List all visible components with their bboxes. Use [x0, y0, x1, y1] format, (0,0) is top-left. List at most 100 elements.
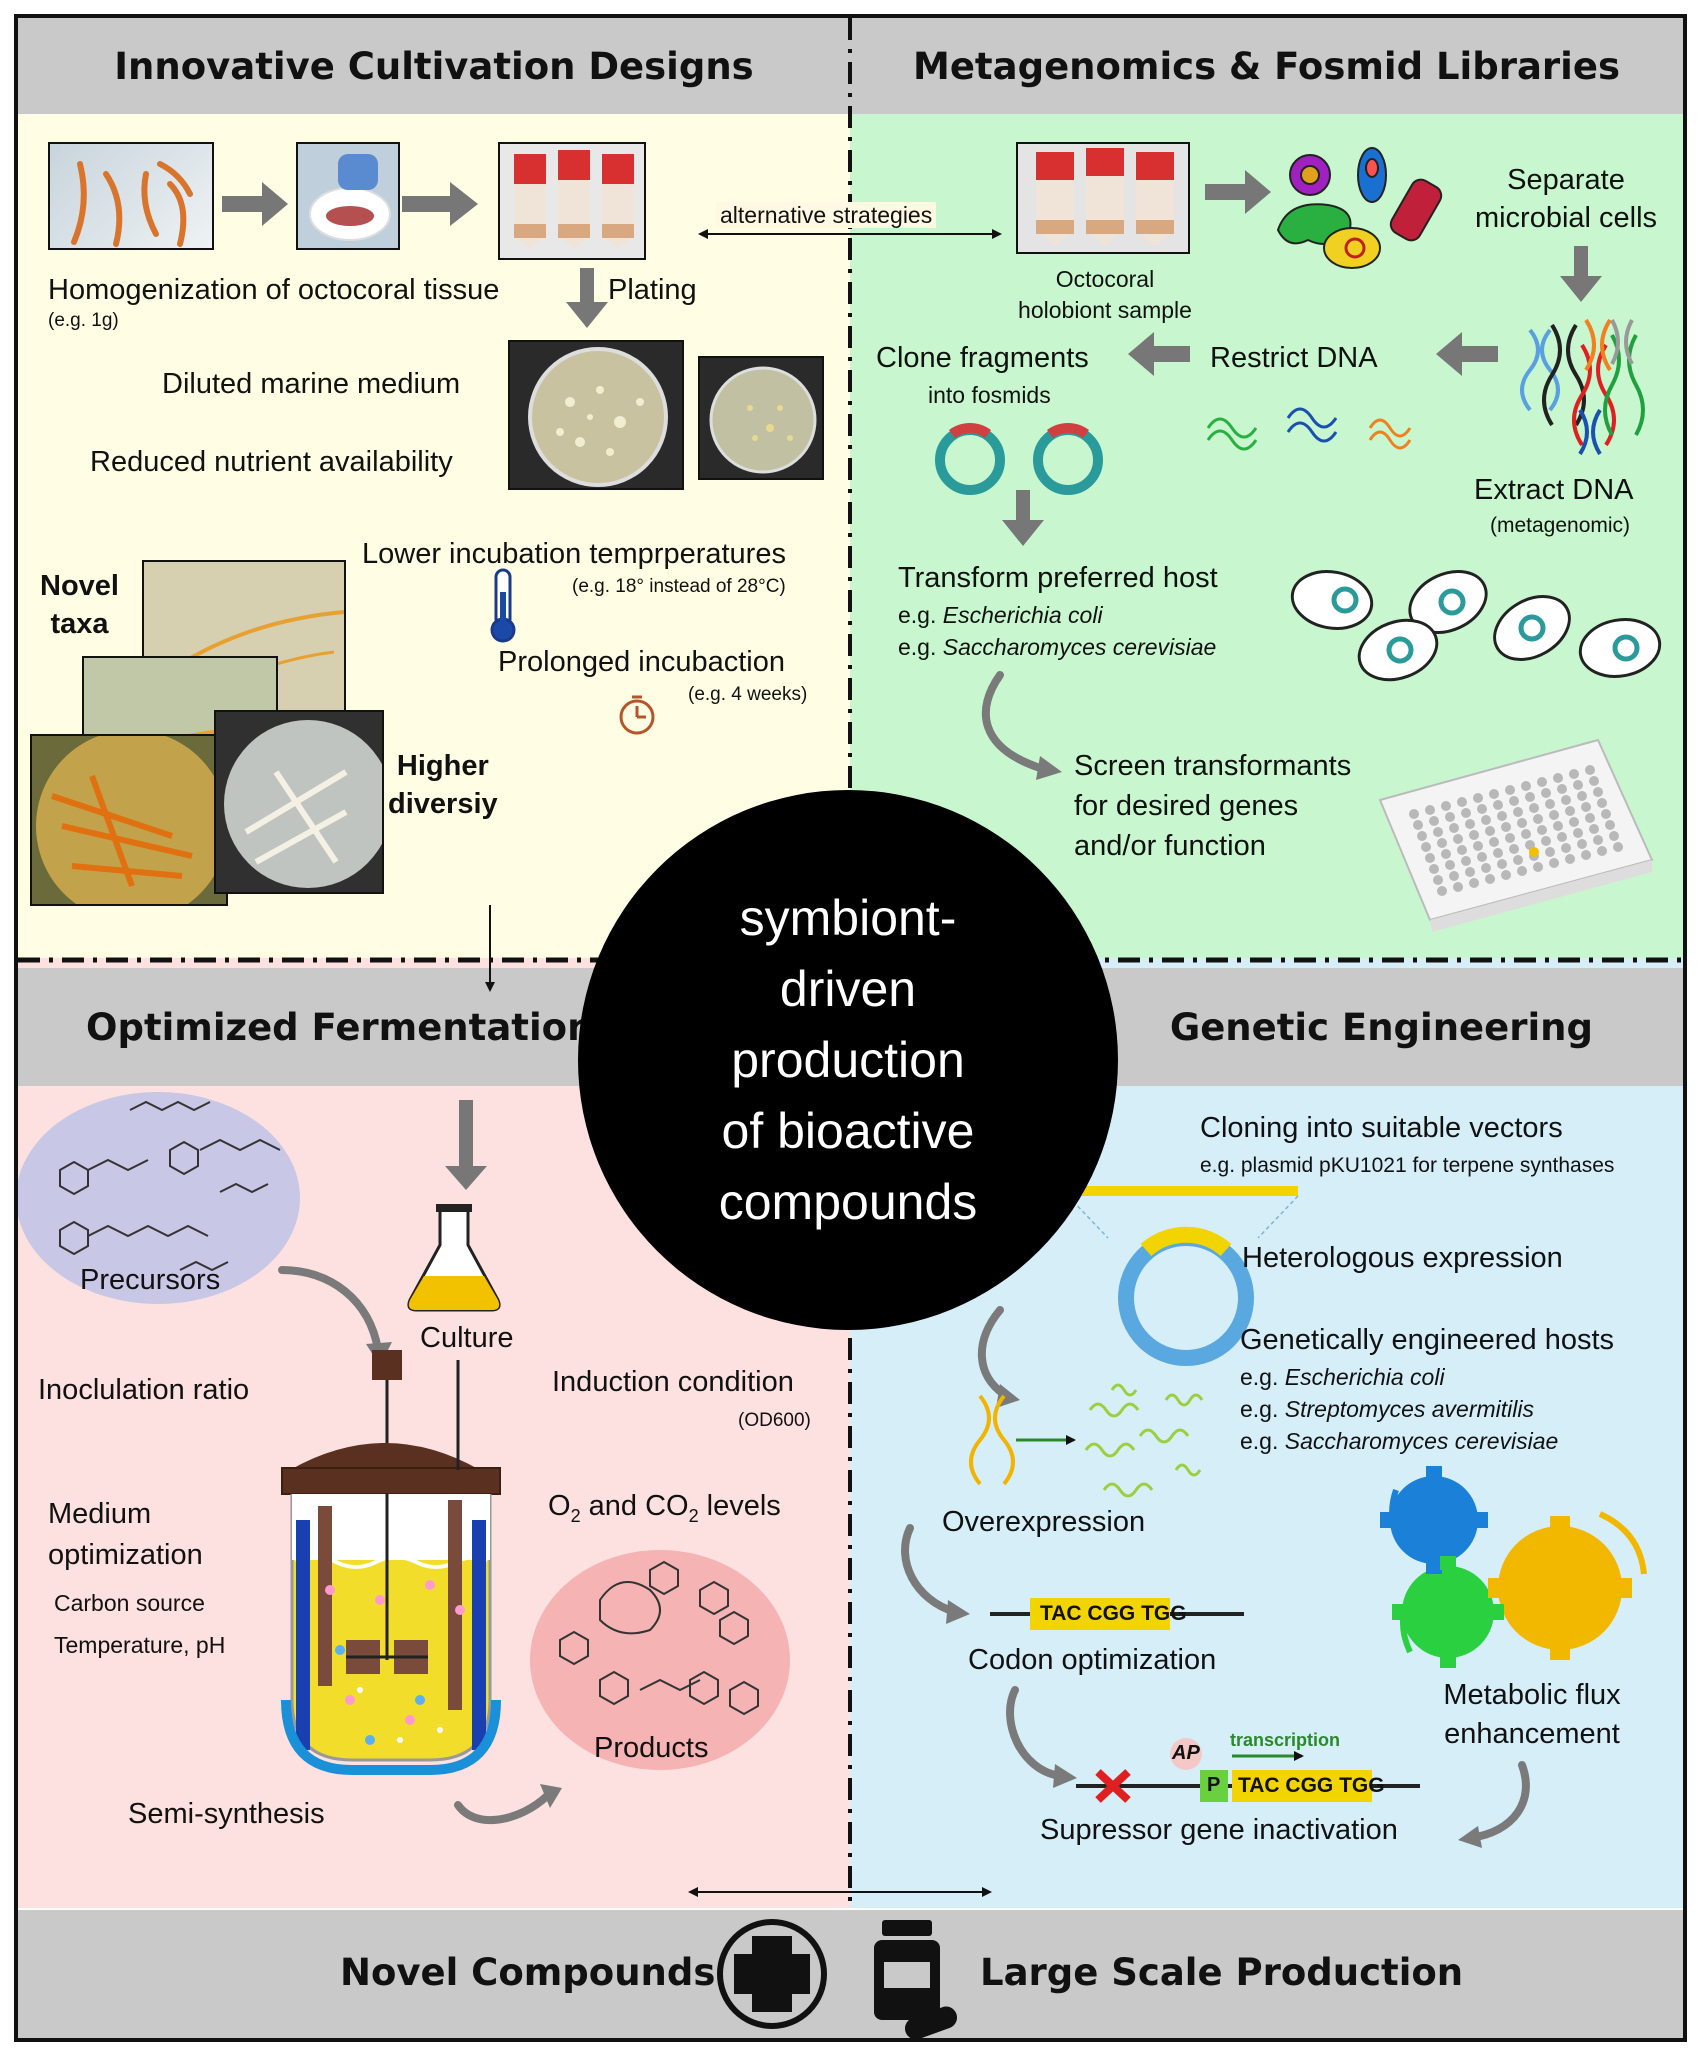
microplate-well	[1573, 780, 1583, 790]
rna-strands-icon	[1084, 1383, 1204, 1498]
dna-helices-icon	[1520, 318, 1645, 456]
host-prefix: e.g.	[1240, 1396, 1279, 1422]
codon-optimization-label: Codon optimization	[968, 1644, 1217, 1676]
microplate-well	[1497, 859, 1507, 869]
microplate-well	[1561, 843, 1571, 853]
lower-temp-label: Lower incubation temprperatures	[362, 538, 786, 570]
transform-host-label: Transform preferred host	[898, 562, 1218, 594]
microplate-well	[1449, 871, 1459, 881]
thermometer-icon	[490, 568, 516, 643]
host-prefix: e.g.	[1240, 1364, 1279, 1390]
lower-temp-note: (e.g. 18° instead of 28°C)	[572, 576, 786, 597]
host2-name: Saccharomyces cerevisiae	[942, 634, 1217, 660]
microplate-well	[1557, 784, 1567, 794]
microplate-well	[1533, 814, 1543, 824]
extract-dna-note: (metagenomic)	[1490, 514, 1631, 537]
flux-line2: enhancement	[1444, 1718, 1620, 1751]
product-structures-icon	[559, 1560, 759, 1716]
gen-host1: e.g. Escherichia coli	[1240, 1364, 1445, 1390]
holobiont-sample-photo	[1016, 142, 1190, 254]
host-cells-icon	[1290, 570, 1662, 682]
genetic-title: Genetic Engineering	[1169, 1005, 1593, 1049]
microplate-well	[1593, 835, 1603, 845]
microplate-well	[1597, 798, 1607, 808]
gen-host2-name: Streptomyces avermitilis	[1284, 1396, 1534, 1422]
gas-and: and CO	[580, 1490, 689, 1522]
codon-bar-icon	[990, 1598, 1244, 1630]
microplate-well	[1481, 863, 1491, 873]
microplate-well	[1477, 852, 1487, 862]
screen-line1: Screen transformants	[1074, 750, 1352, 782]
microplate-well	[1485, 874, 1495, 884]
stopwatch-icon	[619, 695, 655, 735]
microplate-well	[1469, 830, 1479, 840]
microplate-well	[1433, 827, 1443, 837]
microbial-cells-icon	[1276, 147, 1443, 269]
host1-name: Escherichia coli	[942, 602, 1103, 628]
gas-o: O	[548, 1490, 571, 1522]
cultivation-title: Innovative Cultivation Designs	[114, 44, 754, 88]
prolonged-label: Prolonged incubaction	[498, 646, 785, 678]
microplate-well	[1441, 801, 1451, 811]
microplate-well	[1489, 789, 1499, 799]
microplate-well	[1525, 792, 1535, 802]
gas-sub2: 2	[688, 1505, 699, 1526]
plate-photo-small	[698, 356, 824, 480]
microplate-well	[1493, 848, 1503, 858]
center-line2: driven	[779, 960, 917, 1017]
microplate-well	[1569, 817, 1579, 827]
sample-line2: holobiont sample	[1018, 297, 1192, 324]
microplate-well	[1521, 781, 1531, 791]
footer-bar	[18, 1910, 1683, 2038]
microplate-well	[1501, 822, 1511, 832]
microplate-well	[1473, 841, 1483, 851]
homogenization-note: (e.g. 1g)	[48, 310, 119, 331]
gen-host3-name: Saccharomyces cerevisiae	[1284, 1428, 1559, 1454]
microplate-well	[1601, 809, 1611, 819]
microplate-well	[1477, 804, 1487, 814]
microplate-well	[1537, 777, 1547, 787]
microplate-well	[1461, 856, 1471, 866]
extract-dna-label: Extract DNA	[1474, 474, 1634, 506]
microplate-well	[1437, 886, 1447, 896]
microplate-well	[1517, 866, 1527, 876]
semi-synthesis-label: Semi-synthesis	[128, 1798, 325, 1830]
medium-line2: optimization	[48, 1538, 203, 1571]
carbon-source-label: Carbon source	[54, 1590, 205, 1616]
center-line3: production	[731, 1031, 965, 1088]
microplate-well	[1449, 823, 1459, 833]
separate-cells-label: Separate microbial cells	[1456, 162, 1676, 237]
microplate-well	[1469, 878, 1479, 888]
supressor-sequence: TAC CGG TGG	[1238, 1774, 1385, 1797]
homogenization-photo	[296, 142, 400, 250]
microplate-well	[1481, 815, 1491, 825]
center-line5: compounds	[718, 1173, 978, 1230]
gen-host2: e.g. Streptomyces avermitilis	[1240, 1396, 1534, 1422]
microplate-well	[1425, 853, 1435, 863]
alternative-strategies-label: alternative strategies	[716, 202, 937, 229]
microplate-well	[1445, 812, 1455, 822]
process-arrows-gray	[222, 170, 1602, 1190]
microplate-well	[1541, 836, 1551, 846]
metabolic-gears-icon	[1380, 1466, 1647, 1668]
microplate-well	[1521, 829, 1531, 839]
coral-tissue-photo	[48, 142, 214, 250]
microplate-well	[1549, 858, 1559, 868]
microplate-well	[1565, 854, 1575, 864]
microplate-well	[1561, 795, 1571, 805]
overexpression-dna-icon	[969, 1394, 1015, 1486]
microplate-well	[1577, 839, 1587, 849]
microplate-well	[1457, 797, 1467, 807]
screen-line2: for desired genes	[1074, 790, 1299, 823]
center-line1: symbiont-	[739, 889, 957, 946]
novel-line2: taxa	[50, 607, 109, 640]
microplate-well	[1517, 818, 1527, 828]
transform-host2: e.g. Saccharomyces cerevisiae	[898, 634, 1216, 660]
microplate-well	[1461, 808, 1471, 818]
microplate-well	[1565, 806, 1575, 816]
microplate-well	[1605, 820, 1615, 830]
culture-label: Culture	[420, 1322, 514, 1354]
curved-arrows	[278, 671, 1530, 1842]
microplate-well	[1505, 785, 1515, 795]
screen-transformants-label: Screen transformants for desired genes a…	[1074, 746, 1351, 866]
